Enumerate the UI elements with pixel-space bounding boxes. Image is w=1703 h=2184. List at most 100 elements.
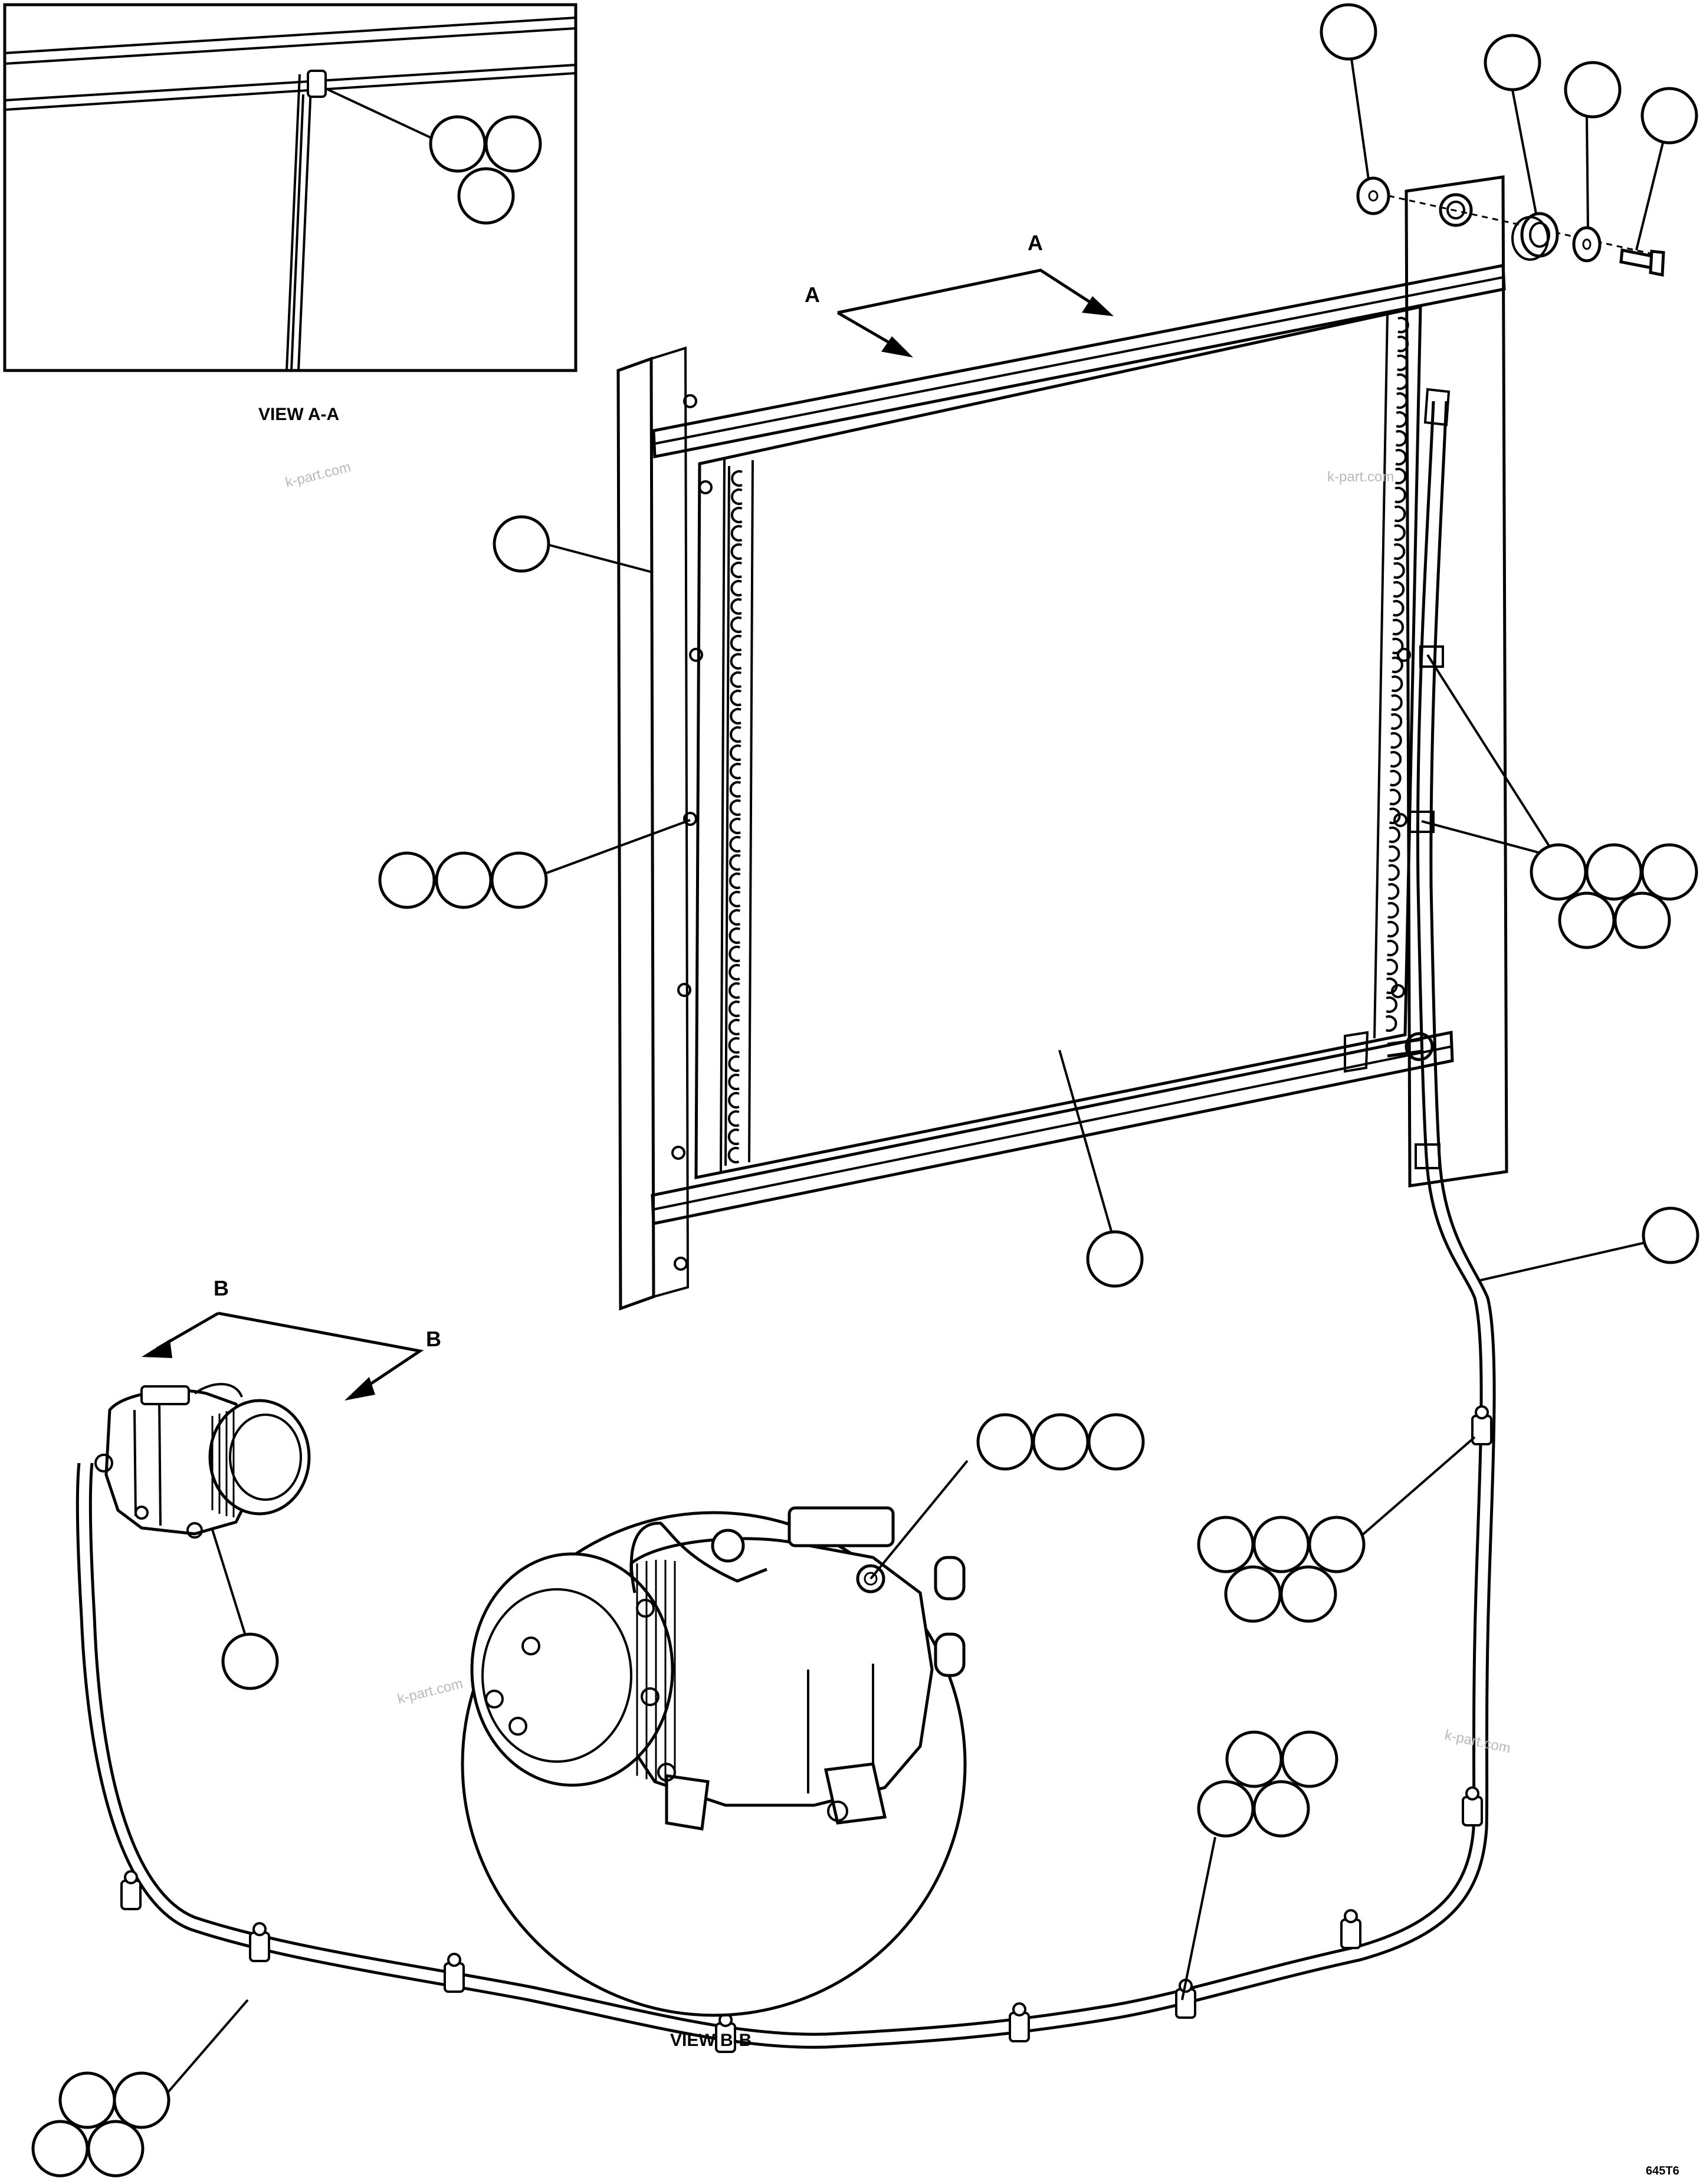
section-b-right-label: B: [426, 1327, 441, 1351]
coil-bend: [1397, 317, 1409, 333]
hose-clamp: [444, 1962, 465, 1993]
coil-bend: [1393, 581, 1405, 598]
coil-bend: [730, 690, 741, 706]
coil-bend: [1393, 543, 1406, 560]
watermark: k-part.com: [1443, 1727, 1512, 1756]
callout-bubble: [1564, 61, 1622, 119]
callout-bubble: [378, 851, 436, 909]
coil-bend: [1386, 996, 1397, 1013]
callout-bubble: [113, 2071, 170, 2129]
coil-bend: [1391, 694, 1403, 711]
coil-bend: [729, 781, 741, 798]
coil-bend: [1385, 1015, 1397, 1032]
callout-bubble: [1225, 1730, 1283, 1788]
coil-bend: [1388, 864, 1400, 881]
coil-bend: [1389, 808, 1401, 824]
condenser-frame: [616, 175, 1508, 1311]
section-a-marker: A A: [805, 231, 1114, 358]
coil-bend: [729, 799, 741, 816]
coil-bend: [1392, 619, 1404, 635]
coil-bend: [1387, 921, 1399, 937]
document-number: 645T6: [1646, 2165, 1679, 2178]
coil-bend: [1394, 468, 1407, 484]
callout-bubble: [1585, 843, 1643, 901]
clamp-bolt: [1344, 1909, 1358, 1923]
coil-bend: [730, 635, 742, 651]
callout-bubble: [1252, 1516, 1310, 1573]
coil-bend: [728, 1092, 740, 1109]
coil-bend: [1388, 845, 1400, 862]
main-callouts: [31, 515, 1699, 2178]
view-a-a-inset: VIEW A-A: [3, 3, 577, 424]
coil-bend: [1394, 487, 1406, 503]
callout-bubble: [58, 2071, 116, 2129]
coil-bend: [729, 763, 741, 779]
coil-bend: [730, 562, 743, 578]
view-b-b-detail: VIEW B-B: [461, 1413, 1145, 2050]
coil-bend: [1392, 657, 1403, 673]
section-b-marker: B B: [142, 1276, 441, 1401]
callout-bubble: [484, 115, 542, 173]
coil-bend: [730, 616, 742, 633]
callout-bubble: [1281, 1730, 1338, 1788]
callout-bubble: [493, 515, 550, 573]
compressor: [94, 1383, 311, 1539]
callout-bubble: [1484, 34, 1541, 91]
coil-bend: [1386, 959, 1399, 975]
coil-bend: [1389, 827, 1400, 843]
grommet: [1511, 212, 1559, 261]
coil-bend: [1395, 449, 1407, 465]
hose-clamp: [1175, 1988, 1196, 2019]
hose-clamp: [120, 1880, 142, 1910]
coil-bend: [1397, 355, 1409, 371]
callout-bubble: [1320, 3, 1377, 61]
coil-bend: [730, 598, 742, 615]
coil-bend: [729, 909, 741, 926]
callout-bubble: [1279, 1565, 1337, 1623]
coil-bend: [731, 488, 743, 505]
view-b-title: VIEW B-B: [670, 2031, 752, 2050]
callout-bubble: [490, 851, 548, 909]
callout-bubble: [221, 1632, 279, 1690]
clamp-bolt: [1475, 1405, 1489, 1419]
coil-bend: [729, 964, 740, 980]
coil-bend: [727, 1129, 740, 1145]
callout-bubble: [1087, 1413, 1145, 1471]
callout-bubble: [1308, 1516, 1366, 1573]
coil-bend: [730, 708, 741, 724]
callout-bubble: [1642, 1206, 1699, 1264]
coil-bend: [730, 726, 741, 743]
callout-bubble: [457, 167, 515, 225]
condenser-coil-bends-left: [727, 470, 743, 1163]
clamp-bolt: [1465, 1786, 1479, 1801]
bolt: [1619, 248, 1665, 277]
callout-bubble: [1197, 1780, 1255, 1838]
callout-bubble: [1530, 843, 1587, 901]
callout-bubble: [1640, 843, 1698, 901]
coil-bend: [730, 543, 743, 560]
callout-bubble: [1558, 891, 1616, 949]
callout-bubble: [976, 1413, 1034, 1471]
coil-bend: [1387, 883, 1400, 900]
hose-clamp: [1009, 2012, 1030, 2042]
fastener-detail: [307, 70, 327, 98]
hose-clamp: [1471, 1415, 1492, 1445]
watermark: k-part.com: [396, 1675, 465, 1707]
coil-bend: [727, 1147, 740, 1163]
coil-bend: [1387, 902, 1399, 919]
condenser-coil-bends-right: [1385, 317, 1409, 1032]
watermark: k-part.com: [1327, 469, 1394, 485]
coil-bend: [729, 927, 741, 944]
view-a-title: VIEW A-A: [258, 405, 339, 424]
hose-clamps: [120, 1405, 1492, 2053]
coil-bend: [728, 1001, 740, 1017]
coil-bend: [1392, 638, 1404, 654]
callout-bubble: [1224, 1565, 1282, 1623]
coil-bend: [1393, 562, 1405, 579]
callout-bubble: [1613, 891, 1671, 949]
callout-bubble: [31, 2120, 89, 2178]
coil-bend: [1390, 713, 1403, 730]
coil-bend: [1394, 524, 1406, 541]
coil-bend: [729, 818, 741, 834]
